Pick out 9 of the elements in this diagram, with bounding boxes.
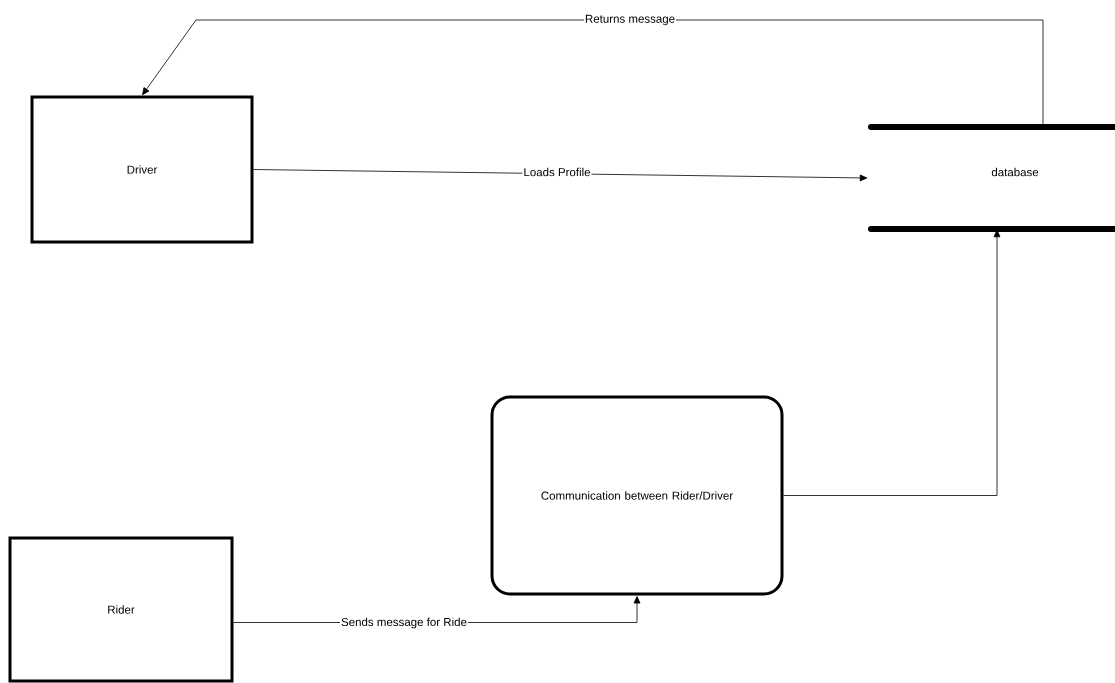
edge-label: Sends message for Ride <box>340 616 468 630</box>
data-store: database <box>868 124 1115 232</box>
entity-box: Driver <box>30 95 254 244</box>
arrow <box>253 169 868 182</box>
edge-label: Loads Profile <box>522 166 592 178</box>
process-box: Communication between Rider/Driver <box>490 395 784 596</box>
edge-label: Returns message <box>583 13 677 27</box>
entity-box: Rider <box>8 536 234 683</box>
arrow <box>783 229 1001 496</box>
